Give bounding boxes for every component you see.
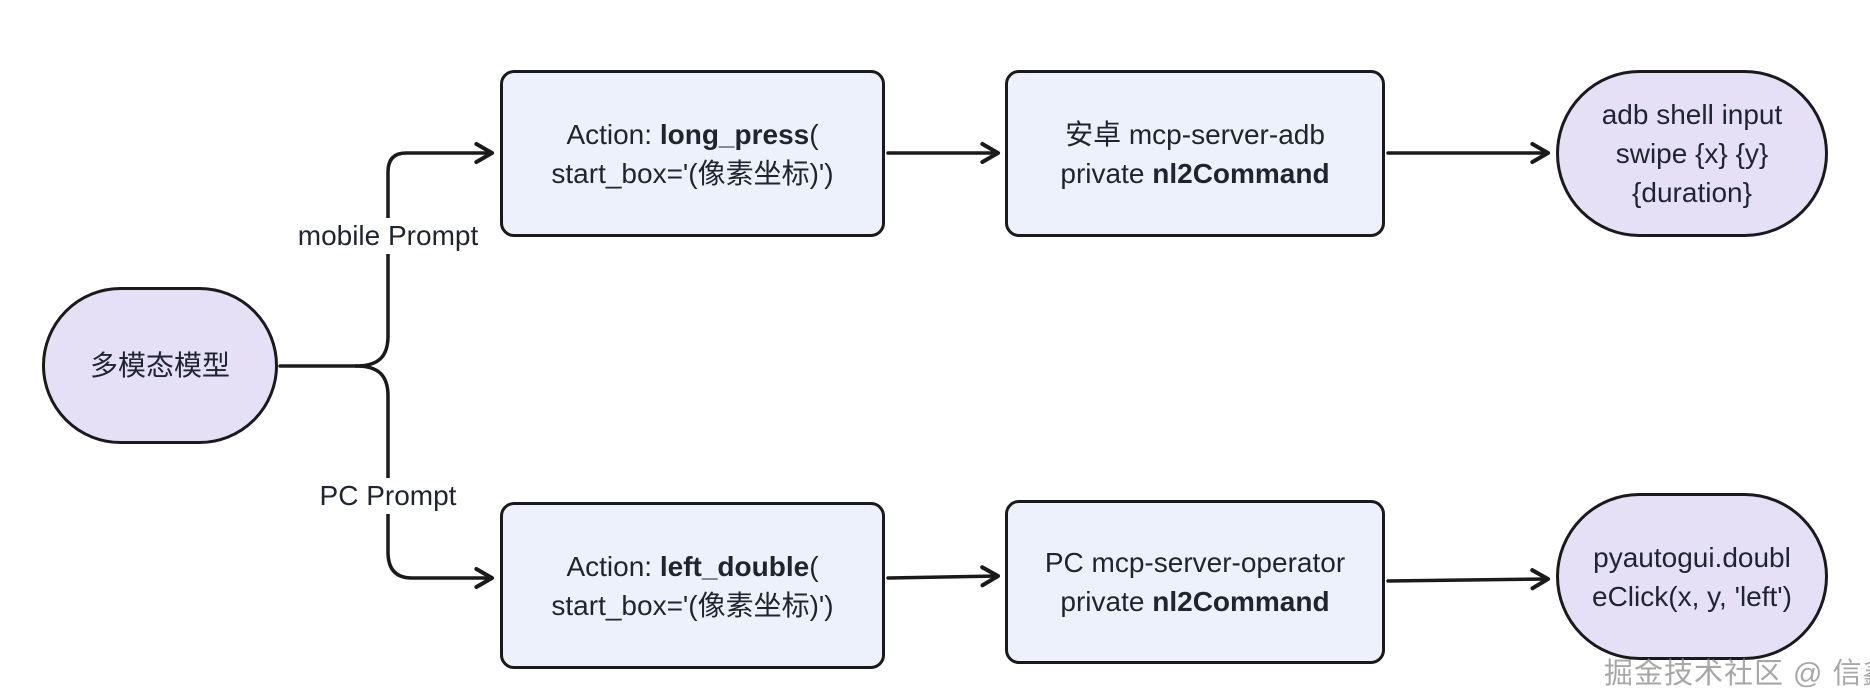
node-multimodal-model: 多模态模型: [42, 287, 278, 444]
mobile-server-method: nl2Command: [1152, 157, 1330, 189]
mobile-action-name: long_press: [659, 118, 810, 150]
pc-server-prefix: private: [1060, 586, 1153, 617]
node-mobile-action-line2: start_box='(像素坐标)'): [551, 157, 834, 189]
node-pc-server: PC mcp-server-operator private nl2Comman…: [1005, 500, 1385, 664]
node-adb-command-line3: {duration}: [1632, 177, 1752, 208]
node-pc-action-line2: start_box='(像素坐标)'): [551, 589, 834, 621]
edge-pc-server-cmd: [1386, 568, 1551, 591]
pc-action-prefix: Action:: [566, 550, 660, 582]
node-pc-server-line1: PC mcp-server-operator: [1044, 547, 1346, 578]
mobile-action-suffix: (: [809, 118, 819, 150]
node-mobile-server-line1: 安卓 mcp-server-adb: [1065, 118, 1325, 150]
pc-action-suffix: (: [809, 550, 819, 582]
pc-server-method: nl2Command: [1152, 586, 1330, 617]
pc-action-name: left_double: [659, 550, 810, 582]
node-pc-server-line2: private nl2Command: [1060, 582, 1329, 621]
edge-label-pc-prompt: PC Prompt: [311, 478, 465, 514]
node-adb-command: adb shell input swipe {x} {y} {duration}: [1556, 70, 1828, 237]
node-mobile-action-line1: Action: long_press(: [566, 115, 818, 154]
mobile-action-prefix: Action:: [566, 118, 660, 150]
edge-label-mobile-prompt: mobile Prompt: [289, 218, 487, 254]
node-multimodal-model-label: 多模态模型: [89, 350, 230, 381]
node-adb-command-line1: adb shell input: [1601, 99, 1783, 130]
node-pyautogui-command: pyautogui.doubl eClick(x, y, 'left'): [1556, 493, 1828, 660]
node-mobile-server: 安卓 mcp-server-adb private nl2Command: [1005, 70, 1385, 237]
node-adb-command-line2: swipe {x} {y}: [1615, 138, 1769, 169]
edge-pc-action-server: [886, 565, 1001, 588]
edge-split-mobile-action: [354, 141, 495, 368]
watermark: 掘金技术社区 @ 信鑫: [1604, 658, 1870, 690]
node-mobile-server-line2: private nl2Command: [1060, 154, 1329, 193]
node-pc-action-line1: Action: left_double(: [566, 547, 818, 586]
node-pyautogui-command-line2: eClick(x, y, 'left'): [1592, 580, 1792, 612]
node-mobile-action: Action: long_press( start_box='(像素坐标)'): [500, 70, 885, 237]
mobile-server-prefix: private: [1060, 157, 1153, 189]
edge-split-pc-action: [354, 364, 495, 590]
node-pyautogui-command-line1: pyautogui.doubl: [1593, 541, 1791, 573]
node-pc-action: Action: left_double( start_box='(像素坐标)'): [500, 502, 885, 669]
